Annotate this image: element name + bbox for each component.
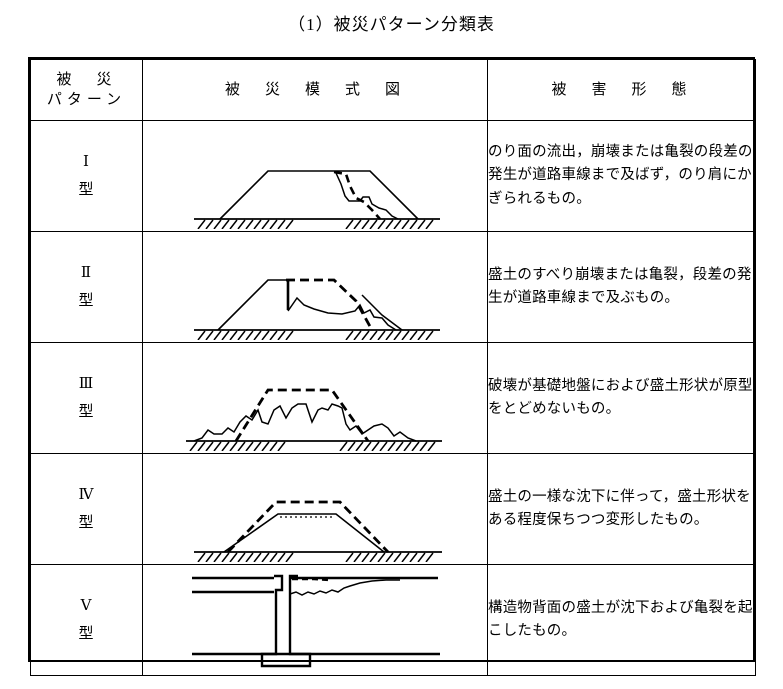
abutment-backfill-settlement-diagram — [192, 574, 440, 667]
pattern-kata: 型 — [78, 404, 95, 420]
diagram-cell-2 — [142, 231, 488, 343]
pattern-label-cell-5: Ⅴ 型 — [30, 564, 143, 676]
original-embankment-dashed — [226, 500, 390, 553]
description-cell-4: 盛土の一様な沈下に伴って，盛土形状をある程度保ちつつ変形したもの。 — [487, 453, 756, 565]
pattern-kata: 型 — [78, 182, 95, 198]
pattern-label-cell-3: Ⅲ 型 — [30, 342, 143, 454]
description-cell-2: 盛土のすべり崩壊または亀裂，段差の発生が道路車線まで及ぶもの。 — [487, 231, 756, 343]
column-header-line1: 被 災 — [56, 71, 117, 88]
pattern-numeral: Ⅱ — [80, 264, 93, 281]
description-cell-1: のり面の流出，崩壊または亀裂の段差の発生が道路車線まで及ばず，のり肩にかぎられる… — [487, 120, 756, 232]
ground-hatching — [189, 441, 436, 451]
pattern-numeral: Ⅲ — [78, 375, 95, 392]
failed-slope-profile — [335, 172, 399, 220]
original-embankment-outline — [219, 169, 419, 220]
settled-embankment-solid — [223, 512, 385, 553]
pattern-label-cell-1: Ⅰ 型 — [30, 120, 143, 232]
column-header-damage-pattern: 被 災 パターン — [30, 59, 143, 121]
ground-hatching — [197, 552, 434, 562]
damage-pattern-classification-table: 被 災 パターン 被 災 模 式 図 被 害 形 態 Ⅰ 型 — [28, 57, 756, 676]
diagram-cell-4 — [142, 453, 488, 565]
table-row: Ⅱ 型 — [30, 231, 756, 343]
column-header-line2: パターン — [46, 92, 127, 108]
abutment-structure — [260, 574, 312, 667]
pattern-numeral: Ⅴ — [80, 597, 93, 614]
pattern-label-cell-2: Ⅱ 型 — [30, 231, 143, 343]
table-row: Ⅴ 型 — [30, 564, 756, 676]
failure-surface-dashed — [333, 170, 381, 220]
original-crest-dashed — [286, 278, 374, 331]
table-row: Ⅲ 型 — [30, 342, 756, 454]
description-cell-3: 破壊が基礎地盤におよび盛土形状が原型をとどめないもの。 — [487, 342, 756, 454]
uniform-settlement-diagram — [194, 500, 442, 562]
table-row: Ⅰ 型 — [30, 120, 756, 232]
foundation-ground-failure-diagram — [186, 388, 442, 451]
ground-hatching — [197, 330, 434, 340]
column-header-line1: 被 災 模 式 図 — [224, 81, 405, 98]
pattern-numeral: Ⅳ — [78, 486, 95, 503]
pattern-kata: 型 — [78, 515, 95, 531]
column-header-damage-form: 被 害 形 態 — [487, 59, 756, 121]
column-header-damage-schematic: 被 災 模 式 図 — [142, 59, 488, 121]
slumped-mass-profile — [287, 296, 397, 331]
ground-hatching — [197, 219, 434, 229]
right-slope-solid — [361, 293, 403, 331]
diagram-cell-5 — [142, 564, 488, 676]
original-embankment-dashed — [234, 388, 370, 442]
pattern-kata: 型 — [78, 626, 95, 642]
pattern-kata: 型 — [78, 293, 95, 309]
pattern-label-cell-4: Ⅳ 型 — [30, 453, 143, 565]
diagram-cell-1 — [142, 120, 488, 232]
pattern-numeral: Ⅰ — [83, 153, 90, 170]
diagram-cell-3 — [142, 342, 488, 454]
table-row: Ⅳ 型 — [30, 453, 756, 565]
column-header-line1: 被 害 形 態 — [551, 81, 692, 98]
table-header-row: 被 災 パターン 被 災 模 式 図 被 害 形 態 — [30, 59, 756, 121]
embankment-slope-surface-failure-diagram — [194, 169, 440, 229]
backfill-crack-dashed — [292, 577, 331, 581]
table: 被 災 パターン 被 災 模 式 図 被 害 形 態 Ⅰ 型 — [30, 59, 756, 676]
settled-backfill-profile — [289, 578, 400, 596]
description-cell-5: 構造物背面の盛土が沈下および亀裂を起こしたもの。 — [487, 564, 756, 676]
original-embankment-left — [217, 278, 290, 331]
collapsed-irregular-profile — [193, 402, 417, 442]
embankment-slip-failure-diagram — [194, 278, 440, 340]
page-title: （1）被災パターン分類表 — [288, 15, 495, 34]
